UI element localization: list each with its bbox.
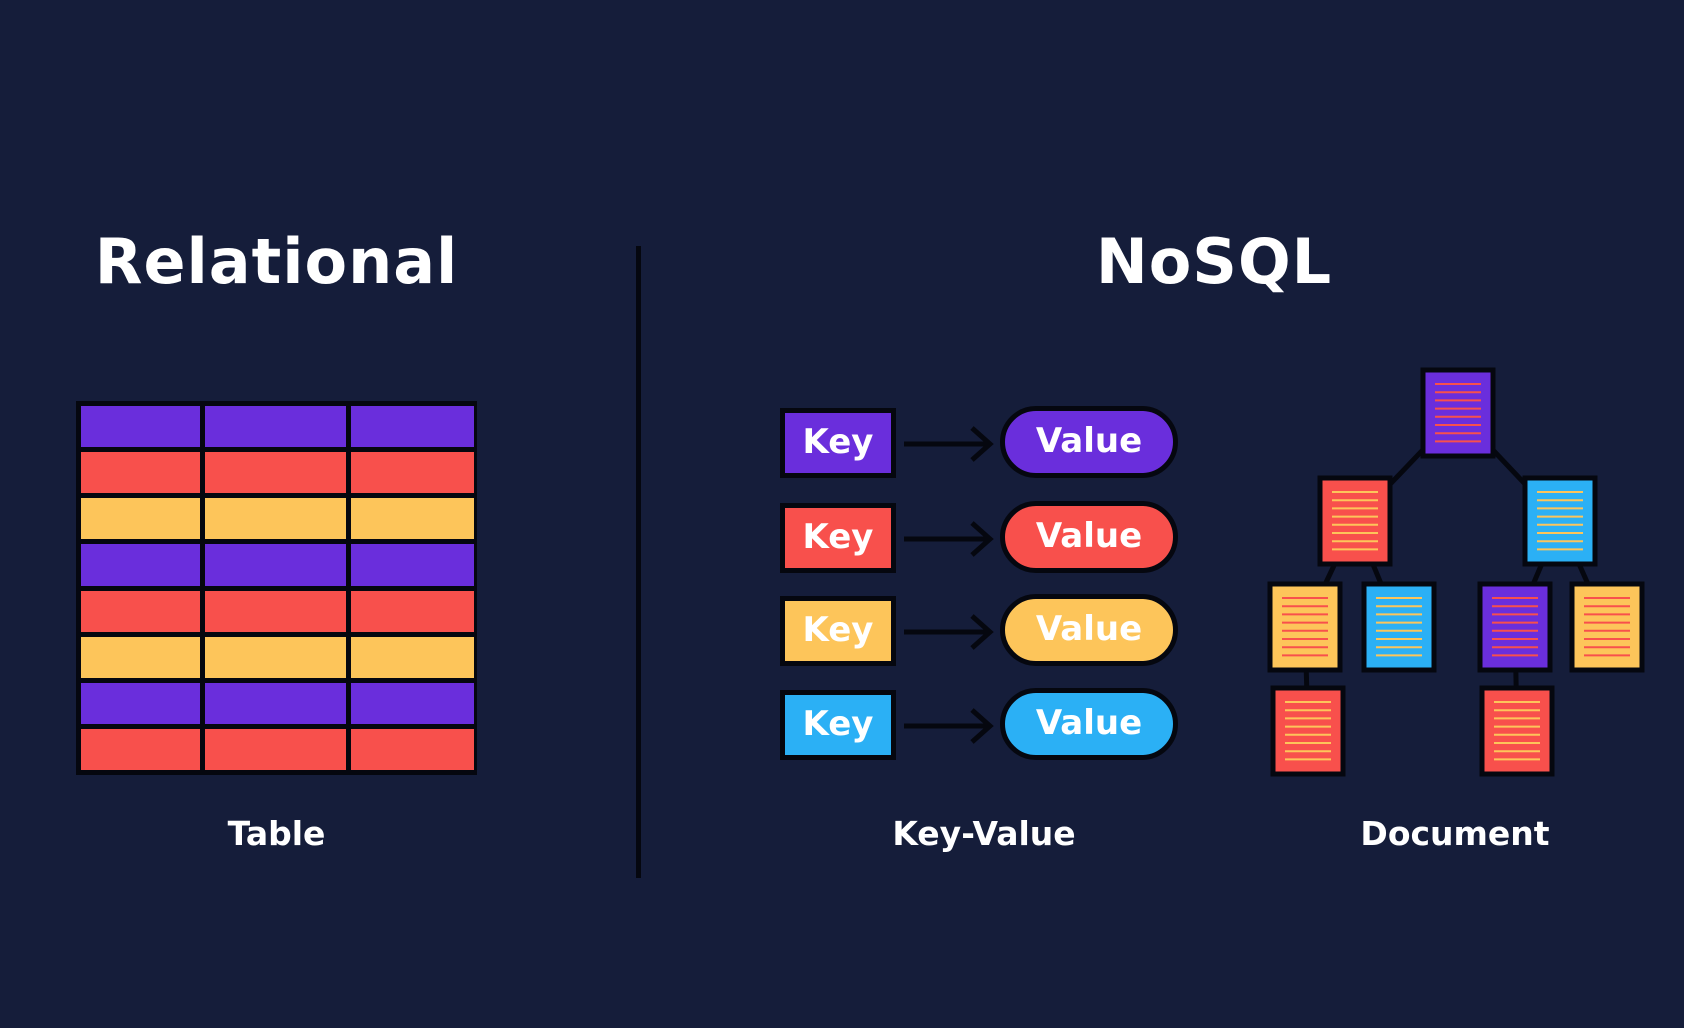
value-pill: Value bbox=[1000, 594, 1178, 666]
arrow-right-icon bbox=[904, 426, 994, 462]
arrow-right-icon bbox=[904, 614, 994, 650]
nosql-heading: NoSQL bbox=[1095, 225, 1333, 298]
key-value-pair: Key Value bbox=[780, 688, 1178, 760]
table-cell bbox=[351, 406, 474, 448]
section-divider bbox=[636, 246, 641, 878]
value-pill: Value bbox=[1000, 406, 1178, 478]
relational-heading: Relational bbox=[94, 225, 459, 298]
table-cell bbox=[81, 636, 200, 678]
table-cell bbox=[351, 498, 474, 540]
table-cell bbox=[81, 544, 200, 586]
table-cell bbox=[205, 682, 346, 724]
value-pill: Value bbox=[1000, 688, 1178, 760]
document-icon bbox=[1522, 475, 1598, 567]
table-caption: Table bbox=[227, 814, 326, 853]
document-tree-illustration bbox=[1267, 367, 1645, 777]
document-icon bbox=[1479, 685, 1555, 777]
relational-table-illustration bbox=[76, 401, 477, 775]
value-pill: Value bbox=[1000, 501, 1178, 573]
table-cell bbox=[81, 682, 200, 724]
key-value-pair: Key Value bbox=[780, 594, 1178, 666]
table-cell bbox=[205, 452, 346, 494]
table-cell bbox=[351, 452, 474, 494]
table-cell bbox=[205, 728, 346, 770]
table-cell bbox=[81, 590, 200, 632]
table-cell bbox=[81, 498, 200, 540]
table-cell bbox=[205, 590, 346, 632]
arrow-right-icon bbox=[904, 521, 994, 557]
key-box: Key bbox=[780, 690, 896, 760]
table-cell bbox=[81, 452, 200, 494]
key-value-caption: Key-Value bbox=[892, 814, 1076, 853]
table-cell bbox=[81, 406, 200, 448]
document-icon bbox=[1477, 581, 1553, 673]
key-value-pair: Key Value bbox=[780, 501, 1178, 573]
table-cell bbox=[351, 728, 474, 770]
key-box: Key bbox=[780, 596, 896, 666]
table-cell bbox=[351, 544, 474, 586]
document-icon bbox=[1361, 581, 1437, 673]
document-icon bbox=[1569, 581, 1645, 673]
arrow-right-icon bbox=[904, 708, 994, 744]
key-box: Key bbox=[780, 408, 896, 478]
document-icon bbox=[1267, 581, 1343, 673]
key-value-pair: Key Value bbox=[780, 406, 1178, 478]
table-cell bbox=[81, 728, 200, 770]
document-caption: Document bbox=[1360, 814, 1550, 853]
key-box: Key bbox=[780, 503, 896, 573]
table-cell bbox=[205, 544, 346, 586]
table-cell bbox=[205, 406, 346, 448]
table-cell bbox=[205, 498, 346, 540]
table-cell bbox=[351, 682, 474, 724]
document-icon bbox=[1317, 475, 1393, 567]
document-icon bbox=[1270, 685, 1346, 777]
table-cell bbox=[205, 636, 346, 678]
table-cell bbox=[351, 636, 474, 678]
table-cell bbox=[351, 590, 474, 632]
document-icon bbox=[1420, 367, 1496, 459]
